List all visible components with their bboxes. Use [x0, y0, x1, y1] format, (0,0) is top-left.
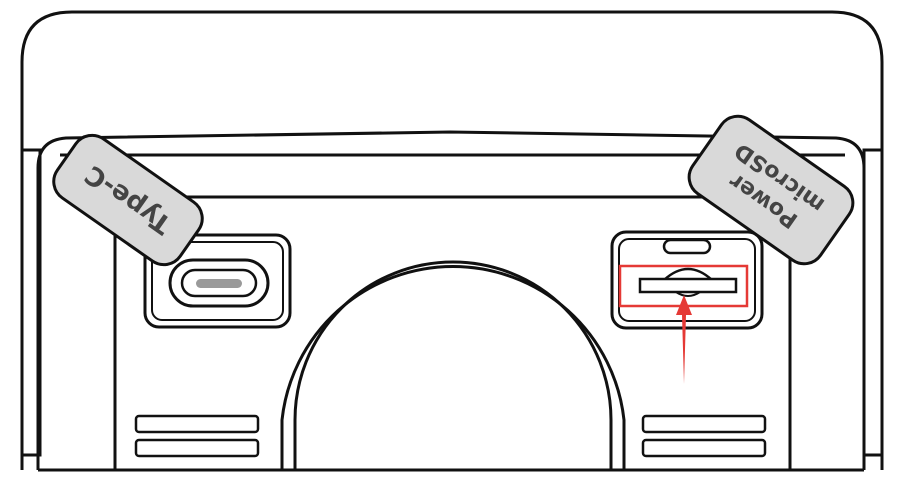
- lens: [280, 260, 626, 470]
- type-c-tag: Type-C: [52, 133, 204, 267]
- type-c-slot: [196, 279, 242, 288]
- microsd-notch-lower: [675, 291, 701, 297]
- right-side-ledge: [862, 148, 882, 457]
- device-body-outline: [20, 10, 884, 470]
- type-c-port: [143, 233, 292, 329]
- microsd-power-port: [610, 230, 764, 330]
- vent-left: [134, 414, 260, 458]
- microsd-notch: [663, 267, 713, 281]
- left-side-ledge: [22, 148, 42, 457]
- rear-panel-outline: [36, 130, 866, 470]
- power-button-slot: [662, 238, 712, 255]
- up-arrow-icon: [676, 295, 692, 384]
- microsd-slot: [638, 277, 738, 294]
- vent-right: [641, 414, 767, 458]
